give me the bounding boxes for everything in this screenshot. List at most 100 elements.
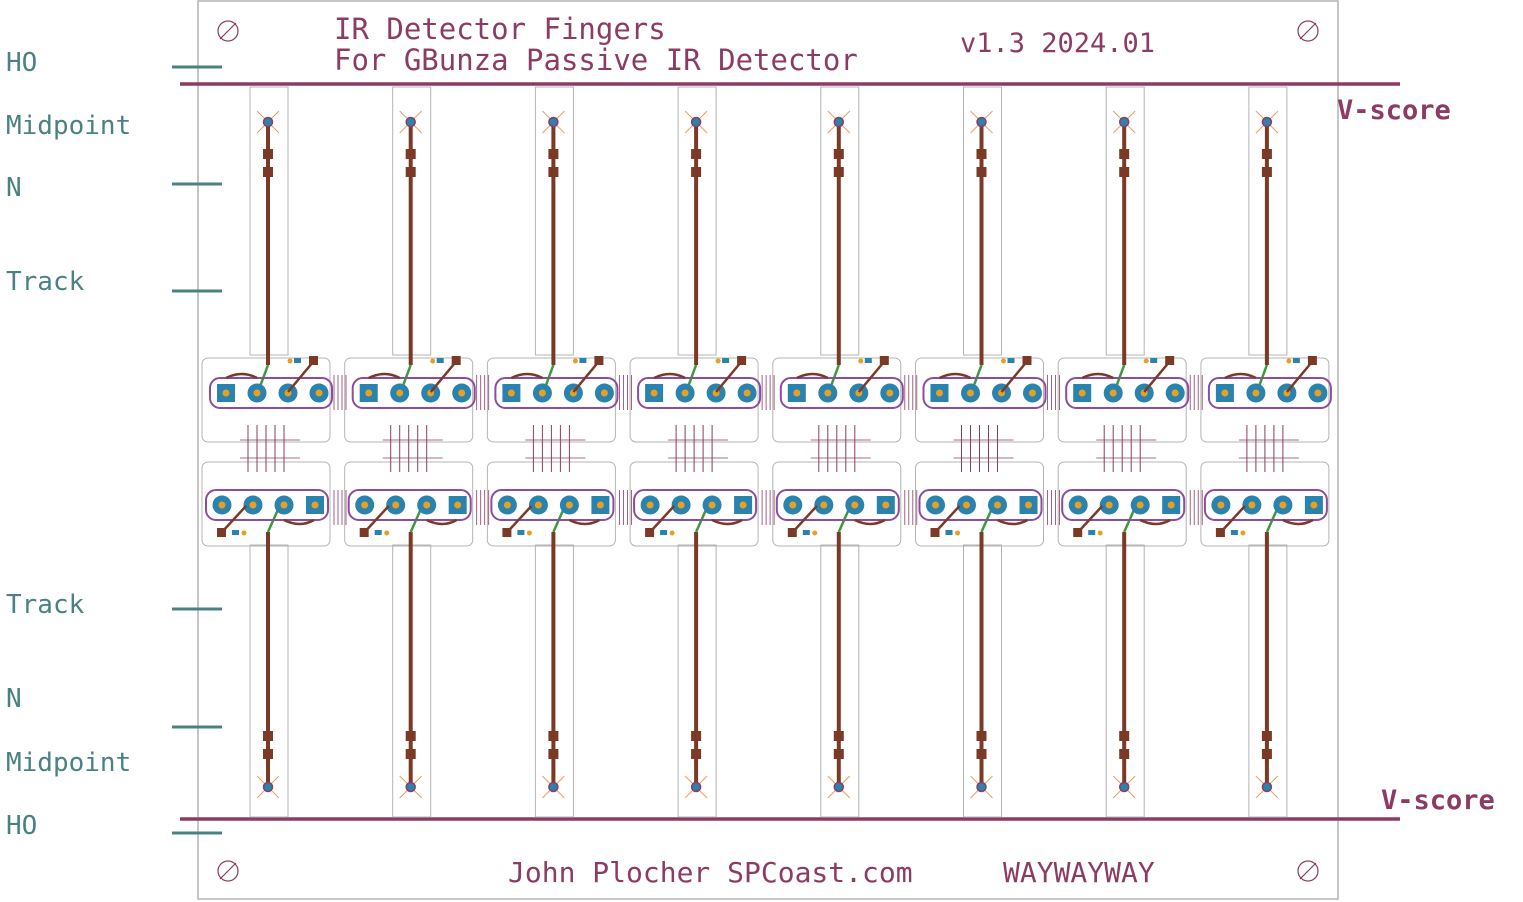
smd-pad bbox=[737, 356, 747, 365]
smd-part bbox=[802, 530, 810, 535]
header-drill bbox=[1252, 389, 1260, 397]
header-trace bbox=[572, 361, 600, 393]
header-drill bbox=[967, 389, 974, 397]
sensor-pad bbox=[690, 781, 702, 793]
header-trace bbox=[1143, 361, 1171, 393]
vscore-label-bottom: V-score bbox=[1381, 785, 1495, 816]
via bbox=[1240, 530, 1246, 536]
side-label-ho-bottom: HO bbox=[6, 811, 37, 841]
header-outline-top bbox=[922, 377, 1047, 409]
connector-tab-top bbox=[1200, 357, 1330, 443]
sensor-pad bbox=[262, 116, 274, 128]
smd-pad bbox=[833, 149, 844, 159]
header-outline-bottom bbox=[633, 489, 758, 521]
header-drill bbox=[1248, 501, 1256, 509]
sensor-pad bbox=[405, 781, 416, 793]
smd-pad bbox=[1119, 149, 1130, 159]
header-drill bbox=[650, 389, 658, 397]
sensor-pad bbox=[548, 116, 559, 128]
mounting-hole-icon bbox=[217, 20, 239, 42]
header-drill bbox=[886, 389, 894, 397]
header-drill bbox=[1314, 389, 1322, 397]
header-trace bbox=[221, 505, 247, 533]
connector-tab-top bbox=[629, 357, 759, 443]
smd-pad bbox=[548, 749, 559, 759]
connector-tab-bottom bbox=[629, 461, 759, 547]
smd-pad bbox=[976, 167, 987, 177]
connector-tab-top bbox=[201, 357, 331, 443]
header-trace bbox=[510, 372, 543, 380]
vscore-label-top: V-score bbox=[1337, 95, 1451, 126]
smd-pad bbox=[1215, 528, 1225, 537]
mounting-hole-icon bbox=[1297, 860, 1319, 882]
connector-tab-bottom bbox=[915, 461, 1044, 547]
via bbox=[572, 358, 578, 364]
mounting-hole-icon bbox=[1297, 20, 1319, 42]
smd-part bbox=[722, 358, 730, 363]
smd-pad bbox=[833, 167, 844, 177]
sensor-pad bbox=[1118, 781, 1130, 793]
smd-pad bbox=[1261, 749, 1272, 759]
header-outline-top bbox=[779, 377, 904, 409]
via bbox=[384, 530, 390, 536]
connector-tab-top bbox=[915, 357, 1044, 443]
header-trace bbox=[796, 372, 829, 380]
smd-part bbox=[1088, 530, 1096, 535]
smd-pad bbox=[594, 356, 604, 365]
side-label-n-top: N bbox=[6, 173, 22, 203]
header-drill bbox=[882, 501, 890, 509]
smd-pad bbox=[548, 149, 559, 159]
smd-part bbox=[232, 530, 239, 535]
header-trace bbox=[854, 518, 886, 526]
smd-part bbox=[579, 358, 587, 363]
header-drill bbox=[311, 501, 319, 509]
header-drill bbox=[646, 501, 654, 509]
header-drill bbox=[1310, 501, 1318, 509]
via bbox=[1001, 358, 1006, 364]
sensor-pad bbox=[1261, 116, 1273, 128]
header-drill bbox=[936, 389, 943, 397]
sensor-pad bbox=[690, 116, 702, 128]
header-outline-top bbox=[351, 377, 476, 409]
smd-pad bbox=[359, 528, 369, 537]
header-drill bbox=[454, 501, 462, 509]
header-drill bbox=[538, 389, 546, 397]
via bbox=[526, 530, 532, 536]
header-trace bbox=[1139, 518, 1171, 526]
smd-pad bbox=[645, 528, 655, 537]
smd-part bbox=[1230, 530, 1238, 535]
header-outline-bottom bbox=[918, 489, 1043, 521]
header-drill bbox=[365, 389, 373, 397]
header-trace bbox=[715, 361, 743, 393]
connector-tab-bottom bbox=[344, 461, 474, 547]
via bbox=[1286, 358, 1292, 364]
header-drill bbox=[596, 501, 604, 509]
smd-pad bbox=[1119, 167, 1130, 177]
smd-part bbox=[1007, 358, 1015, 363]
sensor-pad bbox=[976, 781, 987, 793]
header-trace bbox=[653, 372, 686, 380]
smd-pad bbox=[1261, 149, 1272, 159]
via bbox=[241, 530, 247, 536]
header-trace bbox=[1224, 372, 1257, 380]
header-drill bbox=[851, 501, 859, 509]
smd-pad bbox=[976, 749, 987, 759]
via bbox=[430, 358, 436, 364]
header-drill bbox=[222, 389, 230, 397]
via bbox=[1097, 530, 1103, 536]
smd-pad bbox=[405, 731, 416, 741]
smd-pad bbox=[787, 528, 797, 537]
smd-pad bbox=[309, 356, 318, 365]
connector-tab-top bbox=[344, 357, 474, 443]
header-drill bbox=[1217, 501, 1225, 509]
smd-pad bbox=[405, 167, 416, 177]
header-drill bbox=[789, 501, 797, 509]
side-label-ho-top: HO bbox=[6, 48, 37, 78]
smd-pad bbox=[405, 749, 416, 759]
smd-part bbox=[374, 530, 382, 535]
sensor-pad bbox=[833, 116, 845, 128]
side-label-n-bottom: N bbox=[6, 684, 22, 714]
smd-pad bbox=[451, 356, 461, 365]
header-trace bbox=[1000, 361, 1028, 393]
header-drill bbox=[249, 501, 257, 509]
